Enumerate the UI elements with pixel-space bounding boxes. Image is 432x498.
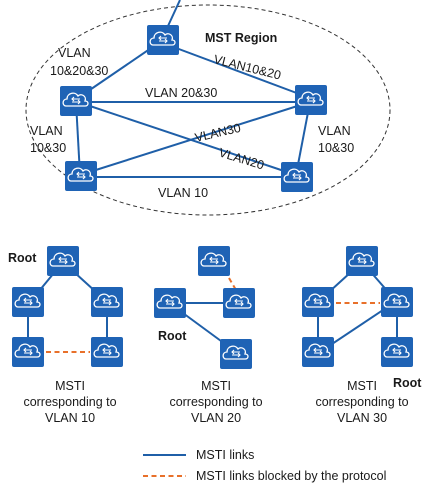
- msti-caption: corresponding to: [23, 395, 116, 409]
- switch-icon: [197, 245, 231, 277]
- link-cross-upper: [79, 101, 311, 176]
- legend-links-label: MSTI links: [196, 448, 254, 462]
- msti-caption: corresponding to: [169, 395, 262, 409]
- msti-caption: MSTI: [55, 379, 85, 393]
- msti-caption: VLAN 20: [191, 411, 241, 425]
- msti-caption: VLAN 30: [337, 411, 387, 425]
- vlan-label: VLAN30: [194, 121, 243, 145]
- msti-caption: VLAN 10: [45, 411, 95, 425]
- root-label: Root: [393, 376, 422, 390]
- legend: MSTI links MSTI links blocked by the pro…: [143, 448, 386, 483]
- msti-caption: corresponding to: [315, 395, 408, 409]
- switch-icon: [280, 161, 314, 193]
- switch-icon: [345, 245, 379, 277]
- msti-vlan-30: Root MSTI corresponding to VLAN 30: [301, 245, 422, 425]
- switch-icon: [294, 84, 328, 116]
- switch-icon: [219, 338, 253, 370]
- mst-region-boundary: [25, 4, 391, 216]
- legend-blocked-label: MSTI links blocked by the protocol: [196, 469, 386, 483]
- switch-icon: [222, 287, 256, 319]
- vlan-label: VLAN 20&30: [145, 86, 217, 100]
- vlan-label: VLAN: [318, 124, 351, 138]
- vlan-label: 10&30: [30, 141, 66, 155]
- vlan-label: VLAN 10: [158, 186, 208, 200]
- msti-vlan-10: Root MSTI corresponding to VLAN 10: [8, 245, 124, 425]
- root-label: Root: [158, 329, 187, 343]
- switch-icon: [90, 286, 124, 318]
- switch-icon: [301, 336, 335, 368]
- switch-icon: [11, 286, 45, 318]
- uplink: [167, 0, 181, 27]
- switch-icon: [11, 336, 45, 368]
- msti-caption: MSTI: [201, 379, 231, 393]
- vlan-label: 10&30: [318, 141, 354, 155]
- vlan-label: VLAN: [30, 124, 63, 138]
- switch-icon: [64, 160, 98, 192]
- vlan-label: VLAN10&20: [212, 52, 282, 82]
- switch-icon: [146, 24, 180, 56]
- switch-icon: [90, 336, 124, 368]
- root-label: Root: [8, 251, 37, 265]
- switch-icon: [153, 287, 187, 319]
- switch-icon: [380, 286, 414, 318]
- link-top-right: [159, 41, 311, 99]
- vlan-label: VLAN: [58, 46, 91, 60]
- region-title: MST Region: [205, 31, 277, 45]
- switch-icon: [59, 85, 93, 117]
- switch-icon: [46, 245, 80, 277]
- link-cross-lower: [77, 101, 297, 176]
- vlan-label: VLAN20: [217, 145, 266, 172]
- switch-icon: [301, 286, 335, 318]
- msti-vlan-20: Root MSTI corresponding to VLAN 20: [153, 245, 263, 425]
- vlan-label: 10&20&30: [50, 64, 108, 78]
- switch-icon: [380, 336, 414, 368]
- msti-caption: MSTI: [347, 379, 377, 393]
